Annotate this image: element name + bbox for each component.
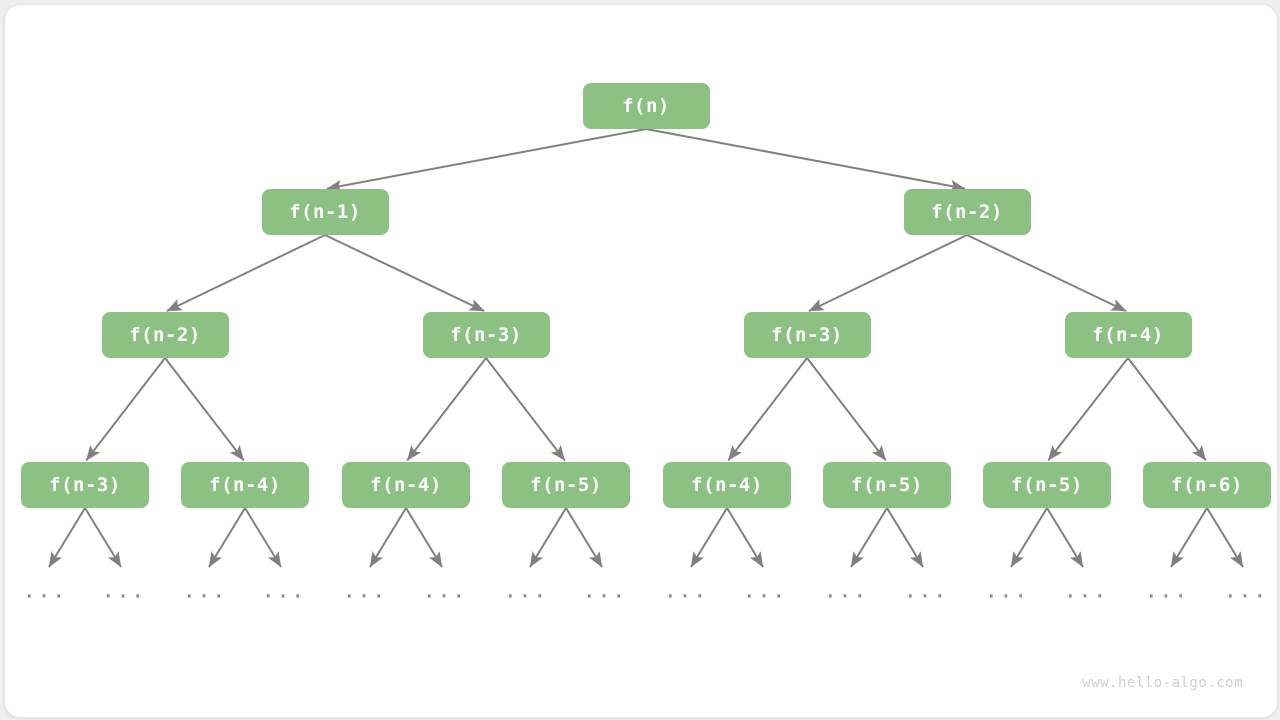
tree-node-label: f(n-4) (691, 474, 763, 496)
ellipsis-marker-l15: ... (1224, 578, 1268, 603)
leaf-arrows (48, 507, 1244, 568)
leaf-edge-l14 (1170, 507, 1208, 568)
leaf-edge-l8 (690, 507, 728, 568)
leaf-edge-l10 (850, 507, 888, 568)
tree-node-n0: f(n) (582, 83, 710, 129)
tree-node-n14: f(n-6) (1143, 462, 1271, 508)
tree-node-label: f(n-3) (450, 324, 522, 346)
ellipsis-marker-l7: ... (583, 578, 627, 603)
leaf-edge-l2 (208, 507, 246, 568)
tree-edge-n6-n13 (1047, 357, 1129, 462)
leaf-edge-l4 (369, 507, 407, 568)
tree-node-n2: f(n-2) (903, 189, 1031, 235)
tree-edge-n4-n10 (485, 357, 566, 462)
tree-node-label: f(n-6) (1171, 474, 1243, 496)
tree-node-label: f(n-2) (129, 324, 201, 346)
ellipsis-marker-l4: ... (343, 578, 387, 603)
leaf-edge-l15 (1206, 507, 1244, 568)
tree-node-n1: f(n-1) (261, 189, 389, 235)
tree-edge-n3-n7 (85, 357, 166, 462)
leaf-edge-l9 (726, 507, 764, 568)
leaf-edge-l11 (886, 507, 924, 568)
tree-node-label: f(n-5) (1011, 474, 1083, 496)
leaf-edge-l13 (1046, 507, 1084, 568)
tree-node-n5: f(n-3) (743, 312, 871, 358)
tree-node-n7: f(n-3) (21, 462, 149, 508)
tree-edge-n2-n6 (966, 234, 1127, 313)
tree-node-label: f(n-4) (209, 474, 281, 496)
tree-node-label: f(n-3) (771, 324, 843, 346)
tree-node-n4: f(n-3) (422, 312, 550, 358)
ellipsis-marker-l14: ... (1145, 578, 1189, 603)
ellipsis-marker-l3: ... (262, 578, 306, 603)
tree-node-label: f(n-2) (931, 201, 1003, 223)
leaf-edge-l3 (244, 507, 282, 568)
tree-edge-n1-n3 (166, 234, 326, 313)
tree-edge-n0-n2 (645, 128, 966, 193)
tree-edge-n0-n1 (326, 128, 647, 193)
tree-node-n6: f(n-4) (1064, 312, 1192, 358)
leaf-edge-l12 (1010, 507, 1048, 568)
diagram-card: f(n) f(n-1) f(n-2) f(n-2) f(n-3) f(n-3) f(n-4)… (4, 4, 1278, 718)
tree-node-label: f(n-1) (289, 201, 361, 223)
tree-edge-n5-n11 (727, 357, 808, 462)
tree-edge-n6-n14 (1127, 357, 1207, 462)
tree-node-n9: f(n-4) (342, 462, 470, 508)
tree-edge-n4-n9 (406, 357, 487, 462)
tree-edges (85, 128, 1207, 462)
leaf-edge-l7 (565, 507, 603, 568)
tree-edge-n3-n8 (164, 357, 245, 462)
tree-node-n13: f(n-5) (983, 462, 1111, 508)
tree-node-n11: f(n-4) (663, 462, 791, 508)
ellipsis-marker-l13: ... (1064, 578, 1108, 603)
tree-node-n12: f(n-5) (823, 462, 951, 508)
tree-node-label: f(n-3) (49, 474, 121, 496)
tree-node-label: f(n-5) (530, 474, 602, 496)
ellipsis-marker-l2: ... (183, 578, 227, 603)
ellipsis-marker-l5: ... (423, 578, 467, 603)
leaf-edge-l0 (48, 507, 86, 568)
ellipsis-marker-l1: ... (102, 578, 146, 603)
tree-node-label: f(n-4) (1092, 324, 1164, 346)
tree-edge-n5-n12 (806, 357, 887, 462)
tree-node-label: f(n-5) (851, 474, 923, 496)
tree-node-label: f(n) (622, 95, 670, 117)
tree-edge-n1-n4 (324, 234, 485, 313)
tree-edge-n2-n5 (808, 234, 968, 313)
ellipsis-marker-l9: ... (743, 578, 787, 603)
tree-node-n3: f(n-2) (101, 312, 229, 358)
ellipsis-marker-l12: ... (985, 578, 1029, 603)
ellipsis-marker-l8: ... (664, 578, 708, 603)
leaf-edge-l1 (84, 507, 122, 568)
leaf-edge-l6 (529, 507, 567, 568)
tree-node-n10: f(n-5) (502, 462, 630, 508)
ellipsis-marker-l10: ... (824, 578, 868, 603)
ellipsis-marker-l11: ... (904, 578, 948, 603)
tree-node-n8: f(n-4) (181, 462, 309, 508)
tree-node-label: f(n-4) (370, 474, 442, 496)
watermark: www.hello-algo.com (1082, 675, 1243, 691)
ellipsis-marker-l0: ... (23, 578, 67, 603)
leaf-edge-l5 (405, 507, 443, 568)
recursion-tree-diagram: f(n) f(n-1) f(n-2) f(n-2) f(n-3) f(n-3) f(n-4)… (5, 5, 1277, 717)
ellipsis-marker-l6: ... (504, 578, 548, 603)
